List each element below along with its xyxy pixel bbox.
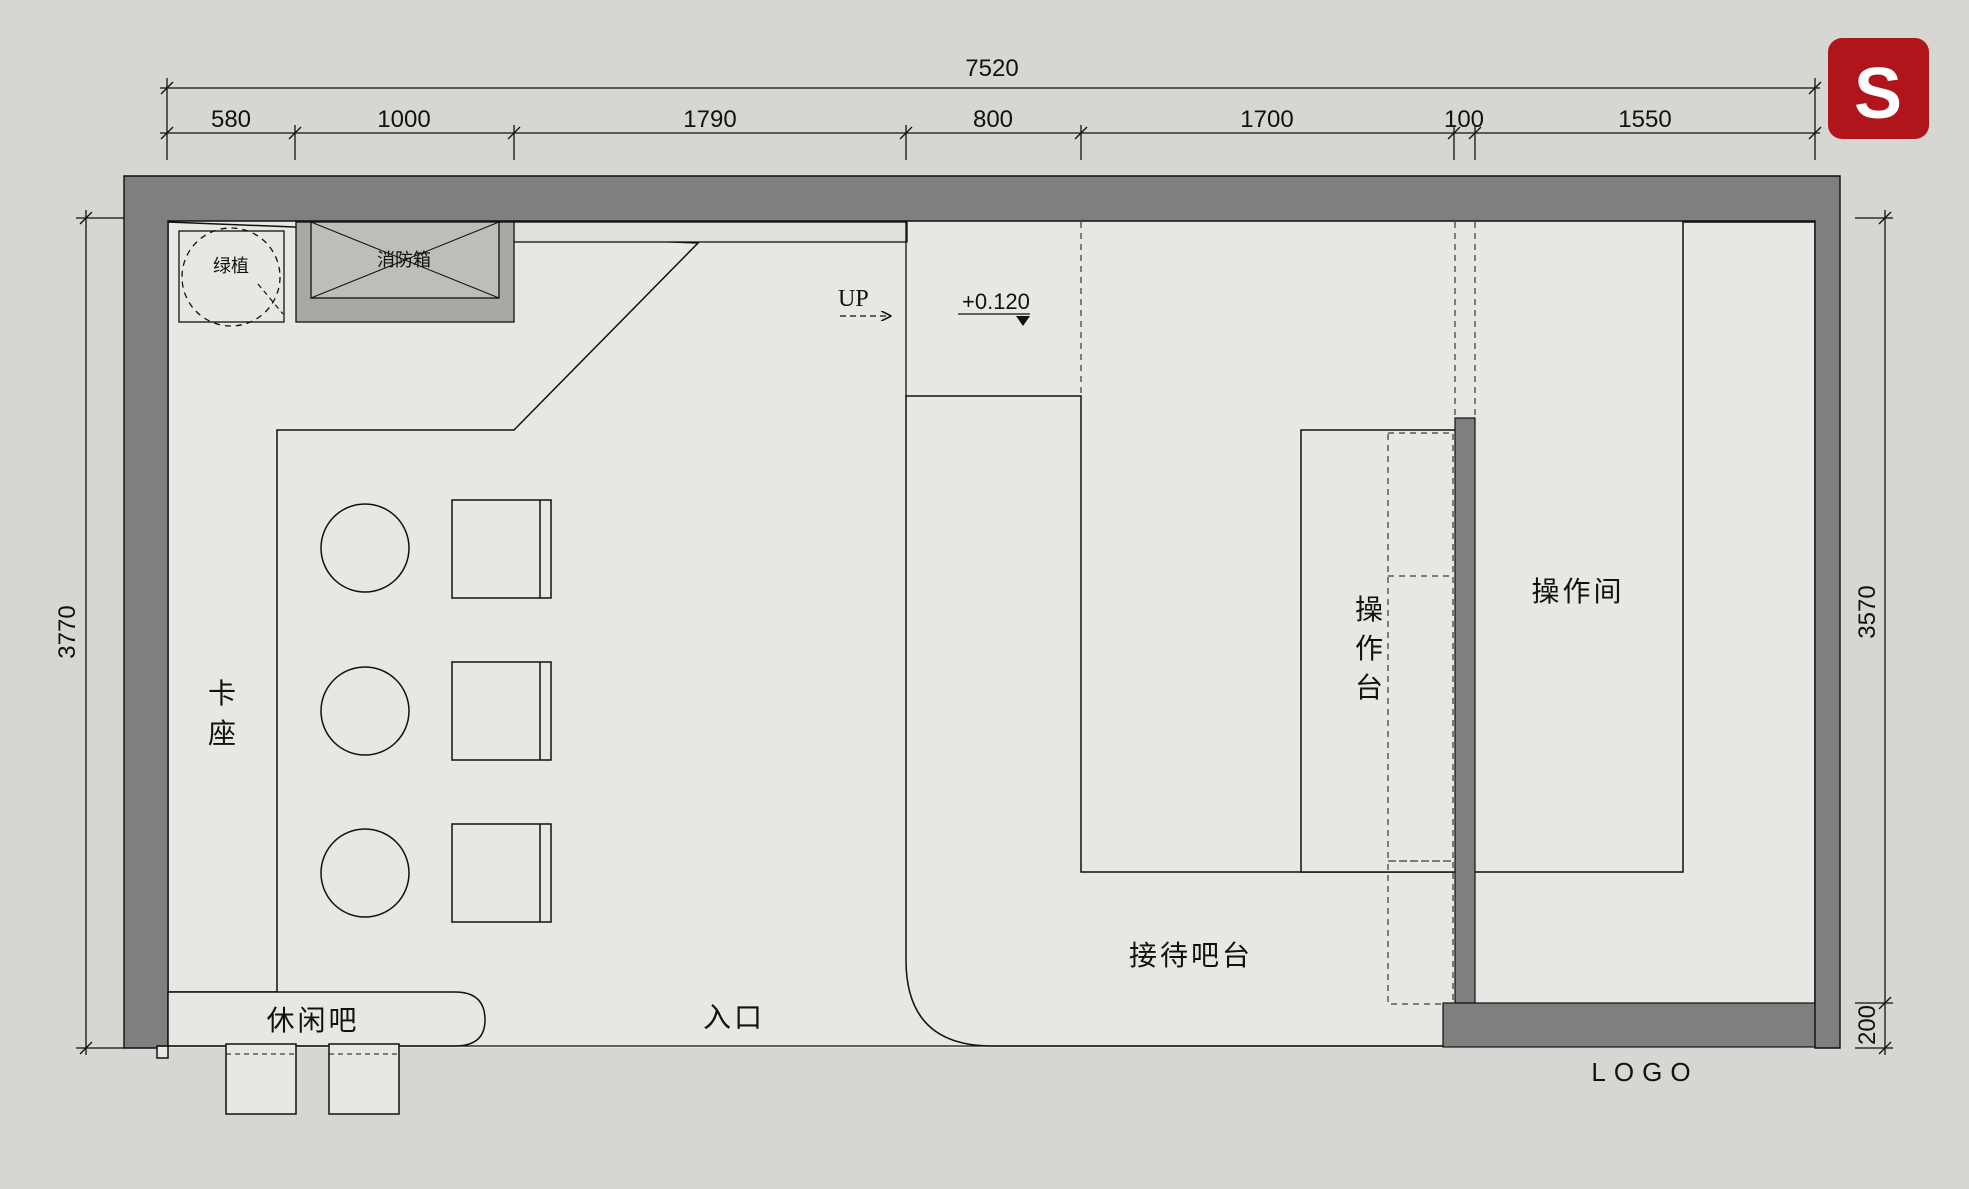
dashed-cabinet <box>1080 222 1476 1005</box>
booth-seat-label-2: 座 <box>208 717 236 750</box>
top-shelf <box>511 221 908 243</box>
work-counter-label-2: 作 <box>1355 632 1383 665</box>
work-counter-label-3: 台 <box>1355 671 1383 704</box>
work-counter-label-1: 操 <box>1355 593 1383 626</box>
leisure-bar-label: 休闲吧 <box>266 1004 359 1037</box>
dim-left-height: 3770 <box>54 605 81 658</box>
plant-label: 绿植 <box>213 256 249 277</box>
dim-seg-1: 580 <box>211 106 251 133</box>
work-counter <box>1300 429 1457 873</box>
logo-badge: S <box>1828 38 1929 139</box>
bar-stools <box>225 1043 400 1115</box>
fire-box-label: 消防箱 <box>377 250 431 271</box>
right-dimension <box>1855 210 1893 1055</box>
dim-seg-4: 800 <box>973 106 1013 133</box>
operation-room-label: 操作间 <box>1531 575 1624 608</box>
reception-bar-label: 接待吧台 <box>1129 939 1253 972</box>
dim-seg-5: 1700 <box>1240 106 1293 133</box>
logo-wall <box>1442 1002 1816 1048</box>
dim-total-width: 7520 <box>965 55 1018 82</box>
dim-seg-3: 1790 <box>683 106 736 133</box>
dim-seg-6: 100 <box>1444 106 1484 133</box>
tables-and-chairs <box>320 499 552 923</box>
entrance-label: 入口 <box>703 1001 765 1034</box>
up-label: UP <box>838 286 869 312</box>
booth-seat-label-1: 卡 <box>208 677 236 710</box>
partition-wall <box>1454 417 1476 1004</box>
dim-right-bottom: 200 <box>1854 1005 1881 1045</box>
elevation-triangle-icon <box>1016 316 1030 326</box>
reception-bar-outline <box>905 221 1816 1047</box>
dim-right-height: 3570 <box>1854 585 1881 638</box>
left-dimension <box>76 210 125 1055</box>
logo-label: LOGO <box>1591 1057 1698 1087</box>
top-dimensions <box>160 78 1822 160</box>
outer-walls <box>123 175 1841 1049</box>
badge-letter: S <box>1854 54 1902 134</box>
badge-background <box>1828 38 1929 139</box>
dim-seg-2: 1000 <box>377 106 430 133</box>
fire-box <box>295 221 515 323</box>
elevation-label: +0.120 <box>962 289 1030 314</box>
plant <box>178 227 285 327</box>
dim-seg-7: 1550 <box>1618 106 1671 133</box>
